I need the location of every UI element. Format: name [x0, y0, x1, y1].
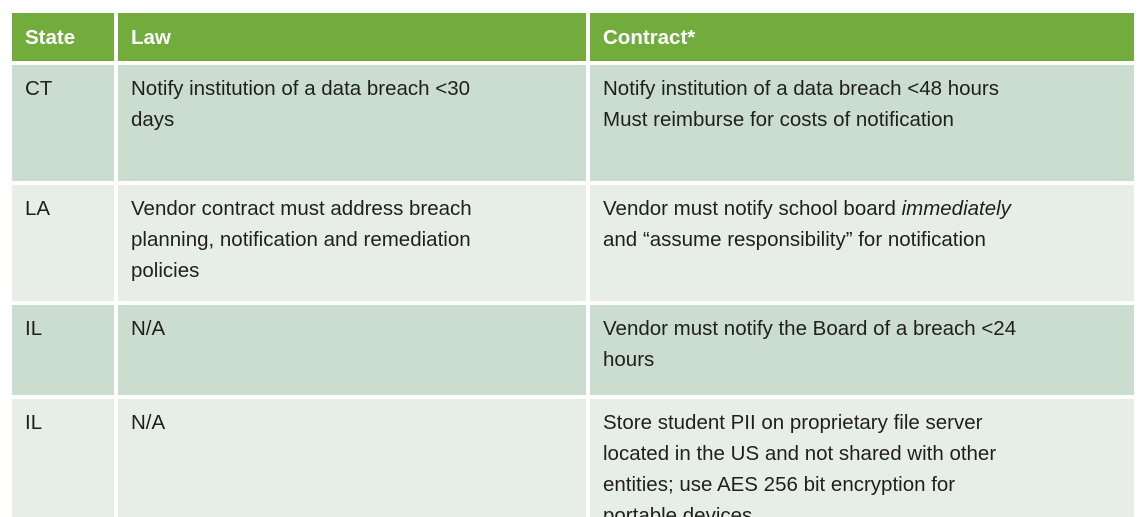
- header-row: State Law Contract*: [8, 9, 1138, 65]
- table-row-ct: CT Notify institution of a data breach <…: [8, 61, 1138, 185]
- column-header-contract: Contract*: [586, 9, 1138, 65]
- cell-law: Notify institution of a data breach <30 …: [114, 61, 590, 185]
- contract-text-after: and “assume responsibility” for notifica…: [603, 228, 986, 251]
- cell-contract: Store student PII on proprietary file se…: [586, 395, 1138, 517]
- cell-state: IL: [8, 301, 118, 399]
- cell-law: N/A: [114, 395, 590, 517]
- cell-state: CT: [8, 61, 118, 185]
- cell-state: IL: [8, 395, 118, 517]
- cell-contract: Notify institution of a data breach <48 …: [586, 61, 1138, 185]
- cell-state: LA: [8, 181, 118, 305]
- cell-contract: Vendor must notify the Board of a breach…: [586, 301, 1138, 399]
- contract-text-italic: immediately: [901, 197, 1011, 220]
- column-header-law: Law: [114, 9, 590, 65]
- column-header-state: State: [8, 9, 118, 65]
- table-row-il-1: IL N/A Vendor must notify the Board of a…: [8, 301, 1138, 399]
- cell-contract: Vendor must notify school board immediat…: [586, 181, 1138, 305]
- state-law-contract-table: State Law Contract* CT Notify institutio…: [8, 9, 1138, 517]
- cell-law: Vendor contract must address breach plan…: [114, 181, 590, 305]
- table-row-il-2: IL N/A Store student PII on proprietary …: [8, 395, 1138, 517]
- contract-text-before: Vendor must notify school board: [603, 197, 902, 220]
- cell-law: N/A: [114, 301, 590, 399]
- table-row-la: LA Vendor contract must address breach p…: [8, 181, 1138, 305]
